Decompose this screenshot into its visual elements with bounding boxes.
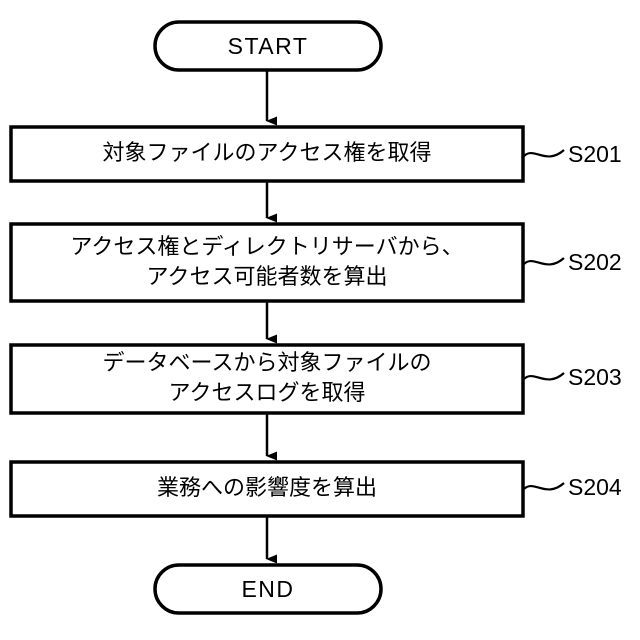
process-box-s202 (9, 222, 525, 303)
step-label-s202: S202 (568, 249, 622, 275)
step-label-s201: S201 (568, 141, 622, 167)
leader-line-s204 (523, 482, 565, 491)
process-box-s203 (9, 343, 525, 415)
process-box-s204 (9, 460, 525, 518)
leader-line-s201 (523, 149, 565, 158)
leader-line-s203 (523, 372, 565, 381)
end-terminator-shape (153, 563, 383, 615)
process-box-s201 (9, 125, 525, 183)
step-label-s203: S203 (568, 364, 622, 390)
step-label-s204: S204 (568, 474, 622, 500)
start-terminator-shape (153, 20, 383, 72)
leader-line-s202 (523, 257, 565, 266)
